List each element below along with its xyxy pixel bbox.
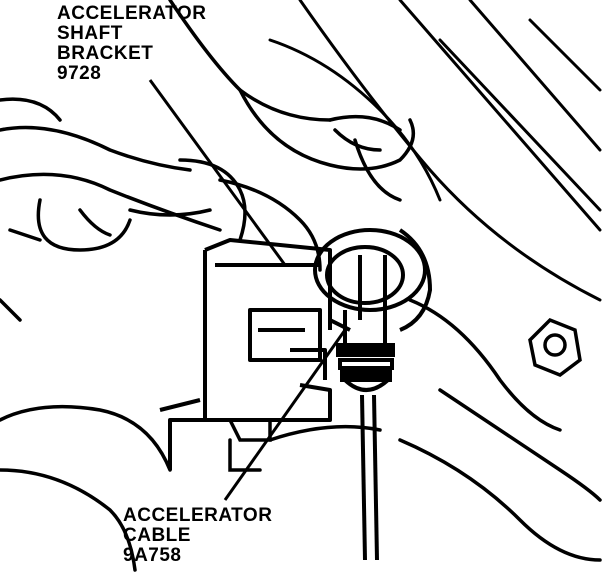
accelerator-cable-label: ACCELERATOR CABLE 9A758 [123, 506, 272, 566]
lower-body [0, 298, 602, 572]
bolt [528, 317, 582, 377]
part-number: 9A758 [123, 545, 182, 566]
label-line: CABLE [123, 525, 191, 546]
part-number: 9728 [57, 63, 102, 84]
cable-housing [336, 310, 395, 561]
label-line: SHAFT [57, 23, 123, 44]
leader-lines [148, 79, 347, 501]
cable-end-fitting [313, 228, 433, 332]
label-line: BRACKET [57, 43, 154, 64]
label-line: ACCELERATOR [57, 3, 207, 24]
accelerator-shaft-bracket-label: ACCELERATOR SHAFT BRACKET 9728 [57, 4, 206, 84]
label-line: ACCELERATOR [123, 505, 273, 526]
hand-illustration [0, 0, 416, 322]
dash-panel [268, 0, 602, 302]
